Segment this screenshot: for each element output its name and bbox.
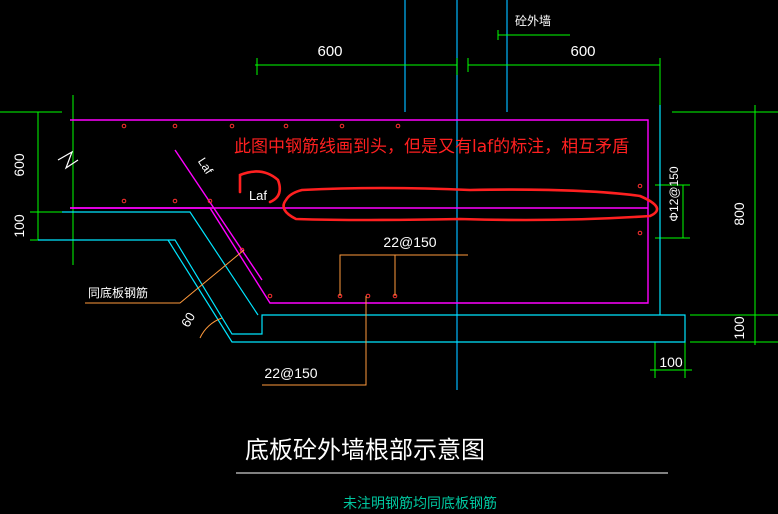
top-dimensions: [255, 30, 661, 105]
leader-lines: [85, 249, 468, 386]
wall-lines: [404, 0, 508, 390]
rebar-dots: [121, 123, 643, 299]
right-dimensions: [650, 105, 778, 378]
left-dimensions: [0, 95, 75, 265]
laf-hand-label: Laf: [249, 188, 267, 203]
stirrup-label: Φ12@150: [667, 166, 681, 221]
dim-right-bottom: 100: [731, 316, 747, 340]
slab-outline: [38, 239, 686, 343]
highlight-oval: [282, 186, 659, 222]
slab-top-edge: [62, 211, 259, 316]
dim-bottom-right: 100: [659, 354, 683, 370]
bar-top-label: 22@150: [383, 234, 436, 250]
dim-right-tall: 800: [731, 202, 747, 226]
dim-top-left: 600: [317, 43, 342, 60]
rebar-lines: [70, 119, 649, 304]
laf-hook-mark: [238, 170, 282, 204]
footnote: 未注明钢筋均同底板钢筋: [343, 495, 497, 512]
same-as-slab-label: 同底板钢筋: [88, 285, 148, 300]
page-title: 底板砼外墙根部示意图: [245, 436, 485, 464]
laf-diag-label: Laf: [195, 155, 216, 177]
wall-tag: 砼外墙: [515, 14, 551, 28]
red-annotation: 此图中钢筋线画到头，但是又有laf的标注，相互矛盾: [234, 137, 629, 157]
dim-left-lower: 100: [11, 214, 27, 238]
angle-label: 60: [178, 310, 198, 330]
red-markup: [238, 170, 659, 222]
dim-top-right: 600: [570, 43, 595, 60]
dim-left-upper: 600: [11, 153, 27, 177]
break-mark: [57, 150, 79, 170]
bar-bottom-label: 22@150: [264, 365, 317, 381]
